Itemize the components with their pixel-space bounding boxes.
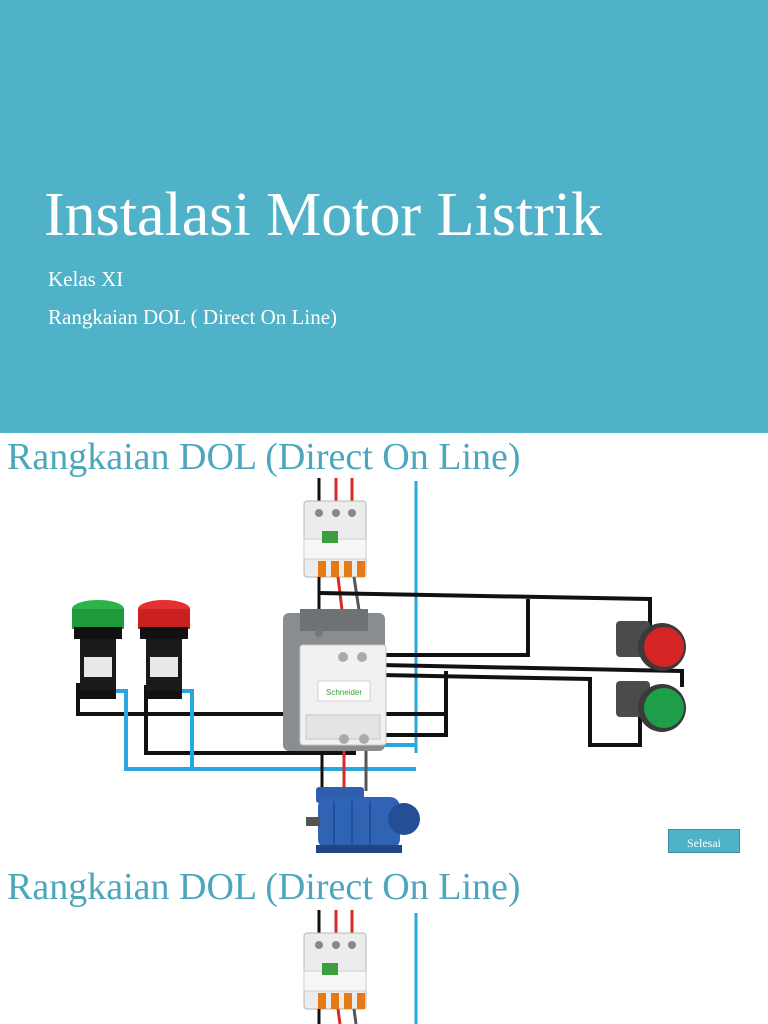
mcb-breaker [303, 932, 367, 1010]
subtitle-topic: Rangkaian DOL ( Direct On Line) [48, 305, 338, 329]
subtitle-class: Kelas XI [48, 267, 124, 291]
pilot-lamp-red [138, 600, 190, 699]
dol-diagram-slide-2: Rangkaian DOL (Direct On Line) [0, 863, 768, 1024]
control-wires [76, 591, 684, 755]
contactor-to-motor-wires [320, 751, 368, 791]
neutral-wires [112, 689, 416, 771]
slide-title: Rangkaian DOL (Direct On Line) [7, 436, 521, 478]
dol-wiring-diagram: Schneider [72, 478, 686, 853]
page-title: Instalasi Motor Listrik [44, 181, 602, 249]
mcb-output-wires [317, 1008, 358, 1024]
contactor: Schneider [283, 609, 387, 751]
dol-wiring-diagram-2 [303, 910, 418, 1024]
push-button-green [616, 681, 686, 732]
pilot-lamp-green [72, 600, 124, 699]
finish-button[interactable]: Selesai [668, 829, 740, 853]
svg-text:Schneider: Schneider [326, 688, 362, 697]
dol-diagram-slide: Schneider [0, 433, 768, 863]
slide-title: Rangkaian DOL (Direct On Line) [7, 866, 521, 908]
mcb-breaker [303, 500, 367, 578]
three-phase-motor [306, 787, 420, 853]
title-slide: Instalasi Motor Listrik Kelas XI Rangkai… [0, 0, 768, 433]
push-button-red [616, 621, 686, 671]
